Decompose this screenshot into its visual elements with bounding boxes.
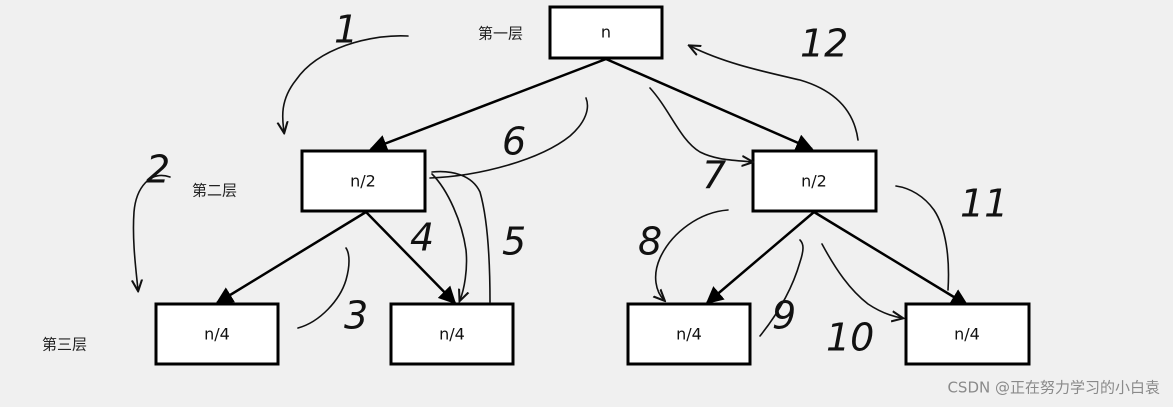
watermark: CSDN @正在努力学习的小白袁 <box>947 379 1160 397</box>
edge-root-left <box>369 57 607 152</box>
hand-arrow-11 <box>895 185 950 291</box>
hand-arrow-9 <box>759 239 804 337</box>
node-right-left: n/4 <box>626 302 752 366</box>
node-left-right: n/4 <box>389 302 515 366</box>
hand-arrow-3 <box>297 247 350 329</box>
level-label-3: 第三层 <box>42 336 87 354</box>
step-number-5: 5 <box>502 220 526 264</box>
edge-right-rightleft <box>705 211 815 305</box>
node-right-left-label: n/4 <box>676 325 702 344</box>
hand-arrow-12 <box>690 46 859 141</box>
hand-arrow-8 <box>656 209 729 300</box>
hand-arrow-2 <box>133 174 171 290</box>
step-number-2: 2 <box>146 148 170 192</box>
level-label-1: 第一层 <box>478 25 523 43</box>
step-number-12: 12 <box>800 22 848 66</box>
node-left-left-label: n/4 <box>204 325 230 344</box>
step-number-9: 9 <box>772 294 796 338</box>
node-left-label: n/2 <box>350 172 376 191</box>
step-number-4: 4 <box>410 216 434 260</box>
step-number-11: 11 <box>960 182 1008 226</box>
hand-arrow-10 <box>821 243 902 318</box>
step-number-6: 6 <box>502 120 526 164</box>
step-number-1: 1 <box>334 8 358 52</box>
step-number-10: 10 <box>826 316 874 360</box>
hand-arrow-6 <box>429 97 589 179</box>
node-right-right: n/4 <box>904 302 1031 366</box>
node-left-left: n/4 <box>154 302 280 366</box>
node-left: n/2 <box>300 149 427 213</box>
edge-left-leftright <box>365 211 457 305</box>
step-number-7: 7 <box>702 154 726 198</box>
step-number-3: 3 <box>344 294 368 338</box>
node-right: n/2 <box>751 149 878 213</box>
edge-left-leftleft <box>215 210 367 305</box>
step-number-8: 8 <box>638 220 662 264</box>
hand-arrow-4 <box>431 173 467 300</box>
level-label-2: 第二层 <box>192 182 237 200</box>
node-root-label: n <box>601 23 611 42</box>
hand-arrow-5 <box>431 170 491 303</box>
node-left-right-label: n/4 <box>439 325 465 344</box>
tree-edges <box>215 57 969 307</box>
node-right-label: n/2 <box>801 172 827 191</box>
hand-arrow-7 <box>649 87 752 162</box>
edge-right-rightright <box>813 210 969 307</box>
node-right-right-label: n/4 <box>954 325 980 344</box>
traversal-numbers: 1 12 2 3 4 5 6 7 8 9 10 11 <box>146 8 1008 360</box>
edge-root-right <box>605 57 814 151</box>
hand-arrow-1 <box>283 35 409 132</box>
hand-drawn-arrows <box>133 35 950 337</box>
node-root: n <box>548 5 664 60</box>
